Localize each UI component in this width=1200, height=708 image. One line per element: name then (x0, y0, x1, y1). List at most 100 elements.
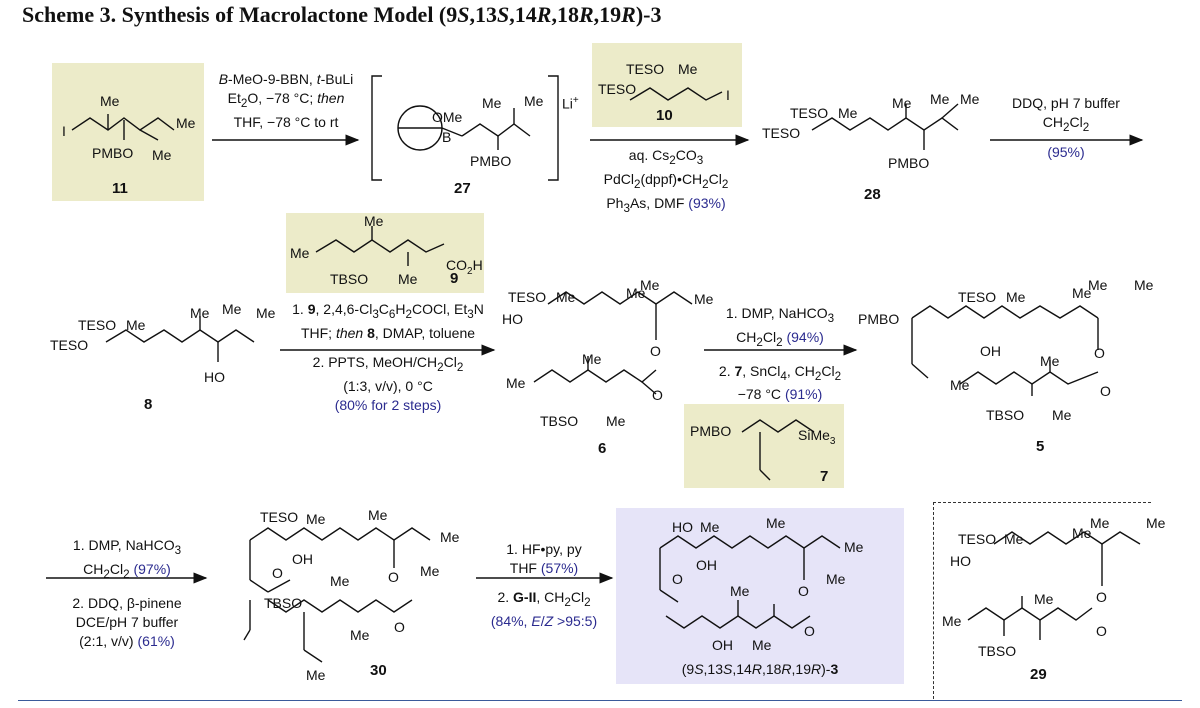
atom-oh: OH (712, 637, 733, 653)
atom-teso: TESO (598, 81, 637, 97)
atom-teso: TESO (790, 105, 829, 121)
compound-label-3: (9S,13S,14R,18R,19R)-3 (681, 661, 839, 677)
atom-me: Me (440, 529, 460, 545)
atom-pmbo: PMBO (92, 145, 134, 161)
compound-29-dashed-box (933, 502, 1151, 699)
atom-oh: OH (696, 557, 717, 573)
atom-me: Me (290, 245, 310, 261)
atom-o: O (650, 343, 661, 359)
atom-pmbo: PMBO (858, 311, 900, 327)
atom-me: Me (1146, 515, 1166, 531)
target-3-box (616, 508, 904, 684)
atom-tbso: TBSO (540, 413, 579, 429)
atom-me: Me (1040, 353, 1060, 369)
atom-me: Me (1052, 407, 1072, 423)
atom-me: Me (524, 93, 544, 109)
atom-me: Me (960, 91, 980, 107)
atom-o: O (798, 583, 809, 599)
atom-teso: TESO (762, 125, 801, 141)
atom-me: Me (752, 637, 772, 653)
compound-label-8: 8 (144, 396, 153, 413)
compound-label-6: 6 (598, 440, 607, 457)
atom-teso: TESO (50, 337, 89, 353)
atom-me: Me (420, 563, 440, 579)
atom-o: O (1096, 623, 1107, 639)
atom-me: Me (844, 539, 864, 555)
compound-label-28: 28 (864, 186, 881, 203)
atom-me: Me (152, 147, 172, 163)
atom-me: Me (730, 583, 750, 599)
atom-me: Me (892, 95, 912, 111)
step-3-conditions: DDQ, pH 7 buffer CH2Cl2 (95%) (1012, 95, 1120, 160)
atom-teso: TESO (260, 509, 299, 525)
atom-teso: TESO (78, 317, 117, 333)
atom-me: Me (1004, 531, 1024, 547)
atom-me: Me (626, 285, 646, 301)
atom-me: Me (640, 277, 660, 293)
atom-o: O (394, 619, 405, 635)
atom-ho: HO (672, 519, 693, 535)
atom-me: Me (190, 305, 210, 321)
atom-o: O (652, 387, 663, 403)
step-7-conditions: 1. HF•py, py THF (57%) 2. G-II, CH2Cl2 (… (490, 541, 598, 629)
compound-label-10: 10 (656, 107, 673, 124)
atom-iodine: I (62, 123, 66, 139)
atom-me: Me (364, 213, 384, 229)
atom-ho: HO (204, 369, 225, 385)
atom-ho: HO (950, 553, 971, 569)
step-6-conditions: 1. DMP, NaHCO3 CH2Cl2 (97%) 2. DDQ, β-pi… (72, 537, 182, 649)
atom-me: Me (368, 507, 388, 523)
compound-label-29: 29 (1030, 666, 1047, 683)
atom-me: Me (1072, 285, 1092, 301)
atom-o: O (1096, 589, 1107, 605)
step-4-conditions: 1. 9, 2,4,6-Cl3C6H2COCl, Et3N THF; then … (292, 301, 484, 413)
atom-me: Me (700, 519, 720, 535)
atom-me: Me (930, 91, 950, 107)
atom-me: Me (556, 289, 576, 305)
atom-me: Me (606, 413, 626, 429)
atom-teso: TESO (508, 289, 547, 305)
atom-pmbo: PMBO (690, 423, 732, 439)
compound-9-box (286, 213, 484, 293)
atom-tbso: TBSO (330, 271, 369, 287)
atom-tbso: TBSO (986, 407, 1025, 423)
atom-pmbo: PMBO (470, 153, 512, 169)
atom-o: O (1094, 345, 1105, 361)
atom-me: Me (306, 511, 326, 527)
step-5-conditions: 1. DMP, NaHCO3 CH2Cl2 (94%) 2. 7, SnCl4,… (718, 305, 842, 403)
atom-o: O (272, 565, 283, 581)
atom-me: Me (766, 515, 786, 531)
atom-me: Me (222, 301, 242, 317)
atom-me: Me (1006, 289, 1026, 305)
atom-o: O (388, 569, 399, 585)
atom-me: Me (826, 571, 846, 587)
atom-me: Me (838, 105, 858, 121)
atom-me: Me (694, 291, 714, 307)
scheme-title: Scheme 3. Synthesis of Macrolactone Mode… (22, 2, 662, 27)
atom-tbso: TBSO (264, 595, 303, 611)
atom-me: Me (330, 573, 350, 589)
atom-o: O (804, 623, 815, 639)
atom-li: Li+ (562, 95, 579, 112)
atom-me: Me (100, 93, 120, 109)
atom-ho: HO (502, 311, 523, 327)
bottom-rule (18, 700, 1182, 701)
step-2-conditions: aq. Cs2CO3 PdCl2(dppf)•CH2Cl2 Ph3As, DMF… (603, 147, 729, 215)
compound-11-box (52, 63, 204, 201)
atom-me: Me (306, 667, 326, 683)
atom-teso: TESO (958, 289, 997, 305)
atom-me: Me (398, 271, 418, 287)
atom-me: Me (950, 377, 970, 393)
atom-boron: B (442, 129, 452, 145)
compound-label-5: 5 (1036, 438, 1045, 455)
atom-o: O (672, 571, 683, 587)
atom-me: Me (582, 351, 602, 367)
atom-teso: TESO (626, 61, 665, 77)
atom-me: Me (176, 115, 196, 131)
atom-me: Me (350, 627, 370, 643)
atom-me: Me (1072, 525, 1092, 541)
compound-10-box (592, 43, 742, 127)
step-1-conditions: B-MeO-9-BBN, t-BuLi Et2O, −78 °C; then T… (218, 71, 354, 130)
compound-label-9: 9 (450, 270, 459, 287)
